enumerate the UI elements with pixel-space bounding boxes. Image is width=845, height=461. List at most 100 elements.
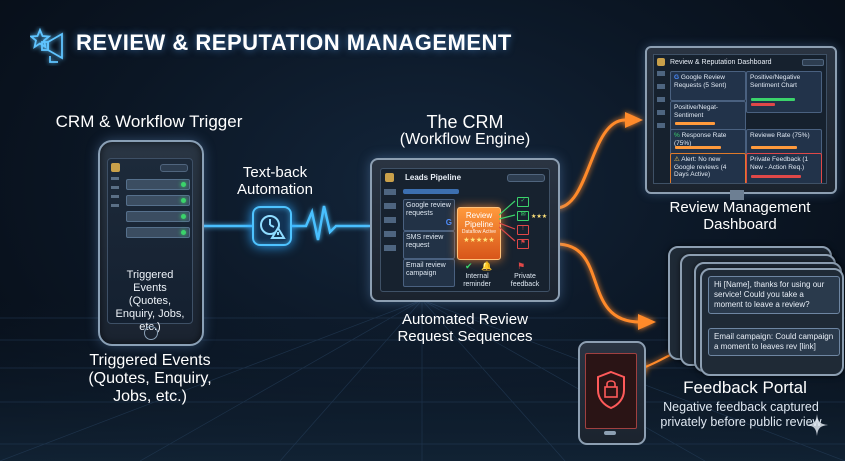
dashboard-card-label: Response Rate (75%)	[674, 132, 727, 147]
google-review-card: Google review requests G	[403, 199, 455, 231]
caption-line: Automated Review	[402, 311, 528, 328]
sentiment-bar	[675, 122, 715, 125]
bell-icon: 🔔	[481, 261, 493, 271]
wire-crm-to-dashboard	[555, 118, 626, 210]
home-button	[144, 326, 158, 340]
phone-search-bar	[160, 164, 188, 172]
dashboard-side-nav	[657, 71, 665, 171]
percent-icon: %	[674, 132, 682, 139]
email-campaign-bubble: Email campaign: Could campaign a moment …	[708, 328, 840, 356]
feedback-portal-phone	[578, 341, 646, 445]
sentiment-positive-bar	[751, 98, 795, 101]
caption-line: privately before public review	[660, 415, 822, 429]
google-g-icon: G	[674, 74, 681, 81]
sentiment-negative-bar	[751, 103, 775, 106]
app-logo-icon	[657, 58, 665, 66]
sms-review-card: SMS review request	[403, 231, 455, 259]
star-rating-icon: ★★★★★	[463, 237, 495, 244]
review-pipeline-label: Review Pipeline	[464, 211, 494, 229]
dashboard-card-label: Positive/Negat-Sentiment	[674, 104, 719, 119]
caption-line: Triggered Events	[89, 352, 211, 369]
crm-tablet-screen: Leads Pipeline Google review requests G …	[380, 168, 550, 292]
page-title: REVIEW & REPUTATION MANAGEMENT	[76, 30, 512, 55]
textback-line: Text-back	[242, 164, 308, 181]
wire-automation-heartbeat	[290, 205, 370, 241]
textback-line: Automation	[237, 181, 313, 198]
event-row	[126, 211, 190, 222]
caption-line: Dashboard	[703, 216, 777, 233]
mini-stars-icon: ★★★	[531, 214, 548, 220]
shield-lock-icon	[597, 370, 625, 410]
reminder-icon: ✔	[465, 261, 473, 271]
warning-icon: ⚠	[674, 156, 682, 163]
automation-clock-icon	[252, 206, 292, 246]
status-dot-icon	[181, 230, 186, 235]
trigger-phone: Triggered Events (Quotes, Enquiry, Jobs,…	[98, 140, 204, 346]
feedback-flag-icon: ⚑	[517, 261, 526, 271]
caption-line: Jobs, etc.)	[113, 388, 187, 405]
response-rate-card: % Response Rate (75%)	[670, 129, 746, 155]
alert-card: ⚠ Alert: No new Google reviews (4 Days A…	[670, 153, 746, 183]
google-g-icon: G	[445, 218, 452, 227]
positive-negative-card: Positive/Negat-Sentiment	[670, 101, 746, 131]
event-row	[126, 179, 190, 190]
caption-line: Review Management	[669, 199, 811, 216]
wire-crm-to-feedback	[555, 242, 641, 324]
feedback-portal-caption: Negative feedback captured privately bef…	[638, 400, 844, 430]
alert-mail-icon: !	[517, 225, 529, 235]
private-feedback-label: Private feedback	[510, 273, 540, 288]
textback-label: Text-back Automation	[220, 164, 330, 198]
status-dot-icon	[181, 182, 186, 187]
status-dot-icon	[181, 214, 186, 219]
private-feedback-card: Private Feedback (1 New - Action Req.)	[746, 153, 822, 183]
google-review-requests-card: G Google Review Requests (5 Sent)	[670, 71, 746, 101]
alert-flag-icon: ⚑	[517, 239, 529, 249]
dashboard-card-label: Alert: No new Google reviews (4 Days Act…	[674, 156, 727, 178]
message-bubble: Hi [Name], thanks for using our service!…	[708, 276, 840, 314]
email-review-card: Email review campaign	[403, 259, 455, 287]
feedback-portal-screen	[585, 353, 637, 429]
email-review-card-label: Email review campaign	[406, 262, 446, 277]
arrowhead-dashboard	[625, 112, 643, 128]
review-pipeline-sub: Dataflow Active	[461, 229, 497, 235]
dashboard-card-label: Positive/Negative Sentiment Chart	[750, 74, 801, 89]
sms-check-icon: ✓	[517, 197, 529, 207]
event-row	[126, 227, 190, 238]
home-indicator	[604, 431, 616, 435]
sparkle-icon	[806, 414, 828, 436]
monitor-stand	[730, 190, 744, 200]
dashboard-caption: Review Management Dashboard	[640, 199, 840, 233]
response-rate-bar	[675, 146, 721, 149]
dashboard-title: Review & Reputation Dashboard	[670, 59, 772, 66]
feedback-card-front: Hi [Name], thanks for using our service!…	[700, 268, 844, 376]
pipeline-output-arrows	[499, 200, 516, 242]
caption-line: Negative feedback captured	[663, 400, 819, 414]
sms-review-card-label: SMS review request	[406, 234, 444, 249]
pipeline-header-bar	[403, 189, 459, 194]
trigger-phone-screen: Triggered Events (Quotes, Enquiry, Jobs,…	[107, 158, 193, 333]
dashboard-screen: Review & Reputation Dashboard G Google R…	[653, 54, 827, 184]
review-rate-card: Reviewe Rate (75%)	[746, 129, 822, 155]
app-logo-icon	[111, 163, 120, 172]
status-dot-icon	[181, 198, 186, 203]
crm-trigger-heading: CRM & Workflow Trigger	[55, 112, 243, 131]
tablet-side-nav	[384, 187, 396, 287]
phone-side-nav	[111, 177, 119, 237]
app-logo-icon	[385, 173, 394, 182]
crm-tablet: Leads Pipeline Google review requests G …	[370, 158, 560, 302]
caption-line: Request Sequences	[397, 328, 533, 345]
feedback-portal-heading: Feedback Portal	[683, 378, 807, 397]
sentiment-chart-card: Positive/Negative Sentiment Chart	[746, 71, 822, 113]
dashboard-card-label: Private Feedback (1 New - Action Req.)	[750, 156, 809, 171]
crm-subheading: (Workflow Engine)	[399, 131, 531, 148]
dashboard-monitor: Review & Reputation Dashboard G Google R…	[645, 46, 837, 194]
review-rate-bar	[751, 146, 797, 149]
email-check-icon: ✉	[517, 211, 529, 221]
megaphone-star-icon	[28, 26, 72, 66]
google-review-card-label: Google review requests	[406, 202, 451, 217]
triggered-events-caption: Triggered Events (Quotes, Enquiry, Jobs,…	[70, 352, 230, 406]
event-row	[126, 195, 190, 206]
automated-review-caption: Automated Review Request Sequences	[372, 311, 558, 345]
tablet-search-bar	[507, 174, 545, 182]
internal-reminder-label: Internal reminder	[463, 273, 491, 288]
